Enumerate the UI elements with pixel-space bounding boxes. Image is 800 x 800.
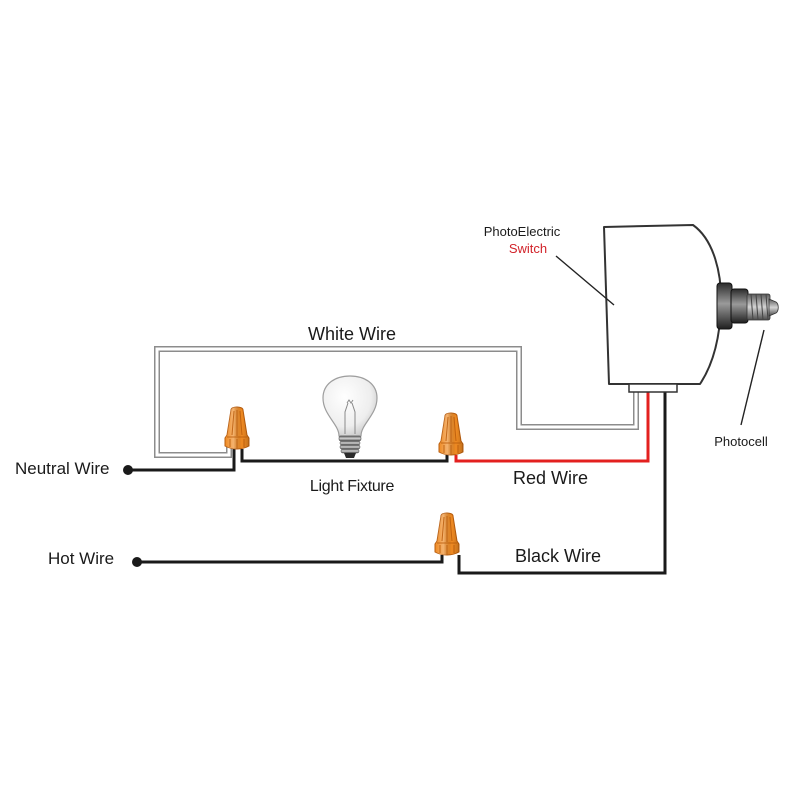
- switch-label-line-2: Switch: [509, 241, 547, 256]
- hot-wire-label: Hot Wire: [48, 549, 114, 568]
- black-wire-label: Black Wire: [515, 546, 601, 566]
- white-wire-core: [155, 347, 638, 457]
- wire-nut-fixture-icon: [438, 412, 464, 456]
- wire-nut-neutral-icon: [224, 406, 250, 450]
- switch-label-line-1: PhotoElectric: [484, 224, 561, 239]
- photocell-tip: [768, 298, 779, 317]
- hot-wire-terminal-dot: [132, 557, 142, 567]
- photocell-nut: [716, 282, 733, 330]
- photoelectric-switch: [603, 224, 723, 393]
- switch-wire-connector: [628, 383, 678, 393]
- bulb-filament: [344, 399, 356, 434]
- bulb-glass: [322, 375, 378, 437]
- neutral-wire-label: Neutral Wire: [15, 459, 109, 478]
- red-wire-label: Red Wire: [513, 468, 588, 488]
- light-bulb-icon: [322, 375, 378, 458]
- red-wire: [454, 392, 650, 463]
- black-wire: [457, 392, 667, 575]
- neutral-wire: [128, 449, 236, 472]
- neutral-wire-terminal-dot: [123, 465, 133, 475]
- photocell-threads: [746, 293, 771, 321]
- photocell-label: Photocell: [714, 434, 768, 449]
- bulb-screw-base: [338, 435, 362, 458]
- white-wire-label: White Wire: [308, 324, 396, 344]
- photocell-sensor-icon: [716, 282, 779, 330]
- switch-callout-leader: [555, 255, 615, 306]
- white-wire: [154, 346, 639, 458]
- photocell-collar: [730, 288, 749, 324]
- fixture-wire: [240, 449, 449, 463]
- hot-wire: [137, 555, 444, 564]
- switch-housing: [603, 224, 723, 385]
- light-fixture-label: Light Fixture: [310, 478, 395, 495]
- photocell-callout-leader: [740, 329, 765, 426]
- wire-nut-hot-icon: [434, 512, 460, 556]
